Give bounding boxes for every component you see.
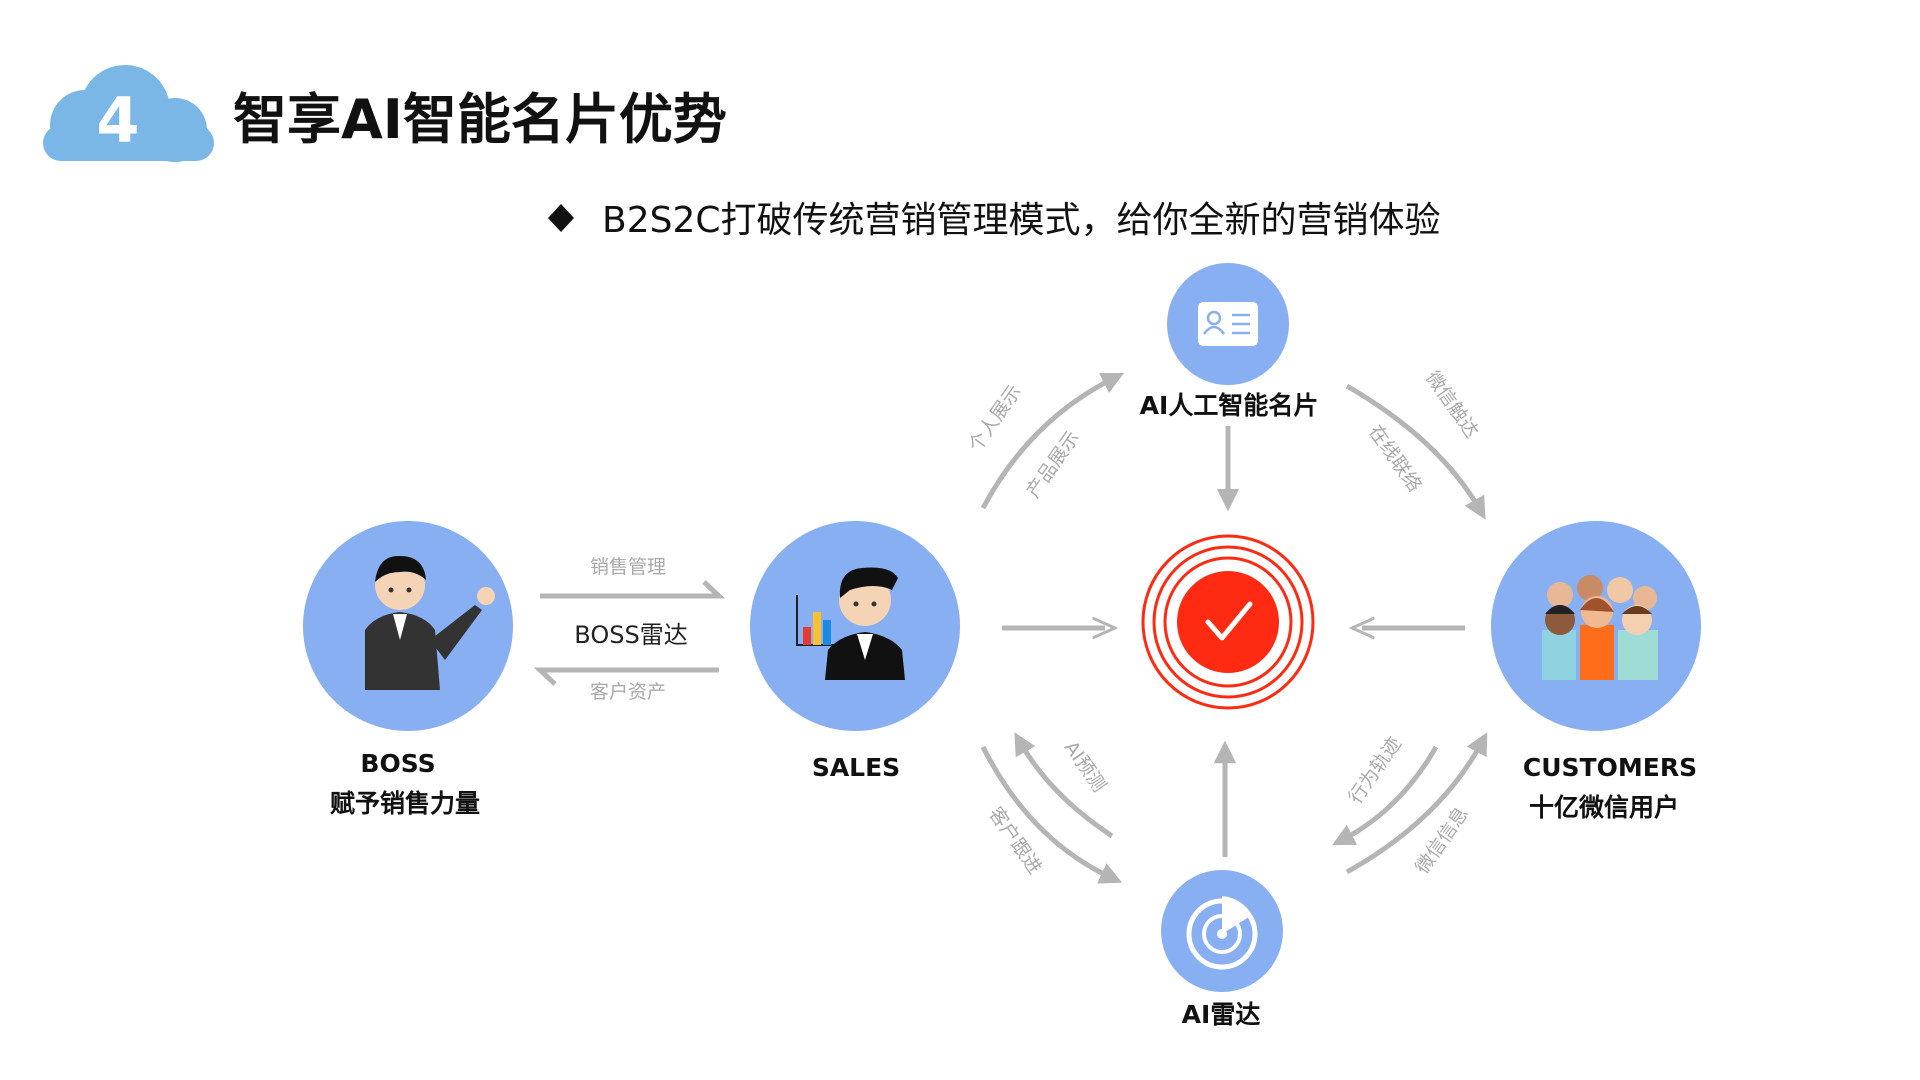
customers-description: 十亿微信用户 [1529, 793, 1679, 822]
business-card-icon [1198, 302, 1258, 346]
node-ai-radar [1161, 870, 1283, 992]
bar-chart-icon [796, 595, 850, 646]
subtitle: B2S2C打破传统营销管理模式，给你全新的营销体验 [602, 200, 1441, 241]
arrow-sales-to-radar [980, 745, 1123, 884]
arrow-sales-to-card [980, 372, 1125, 510]
page-title: 智享AI智能名片优势 [233, 88, 727, 151]
boss-description: 赋予销售力量 [330, 789, 480, 818]
arrow-radar-to-customers [1345, 732, 1488, 875]
arrow-card-to-customers [1345, 383, 1486, 520]
salesman-figure-icon [825, 567, 905, 680]
radar-icon [1186, 896, 1258, 970]
arrow-sales-to-boss [533, 667, 719, 686]
arrow-boss-to-sales [540, 580, 726, 599]
link-label-ai-prediction: AI预测 [1060, 737, 1110, 796]
link-label-wechat-info: 微信信息 [1411, 803, 1473, 878]
boss-label: BOSS [360, 749, 435, 778]
link-label-wechat-reach: 微信触达 [1421, 367, 1483, 442]
cloud-number-badge: 4 [43, 65, 214, 162]
cloud-icon [43, 65, 214, 162]
node-ai-card [1167, 263, 1289, 385]
section-number: 4 [96, 84, 139, 157]
link-label-personal-display: 个人展示 [964, 381, 1026, 456]
link-label-boss-radar: BOSS雷达 [574, 621, 687, 649]
node-customers [1491, 521, 1701, 731]
link-label-customer-followup: 客户跟进 [984, 803, 1046, 878]
node-sales [750, 521, 960, 731]
node-boss [303, 521, 513, 731]
customers-label: CUSTOMERS [1523, 753, 1697, 782]
target-check-icon [1141, 534, 1315, 710]
sales-label: SALES [812, 753, 900, 782]
ai-radar-label: AI雷达 [1182, 1000, 1261, 1029]
diamond-bullet-icon [548, 204, 574, 232]
arrow-radar-to-sales [1014, 732, 1114, 839]
boss-figure-icon [365, 555, 495, 690]
link-label-sales-management: 销售管理 [590, 556, 666, 578]
arrow-customers-to-radar [1332, 745, 1439, 846]
ai-card-label: AI人工智能名片 [1140, 391, 1319, 420]
crowd-icon [1542, 575, 1658, 680]
link-label-customer-assets: 客户资产 [590, 681, 666, 703]
